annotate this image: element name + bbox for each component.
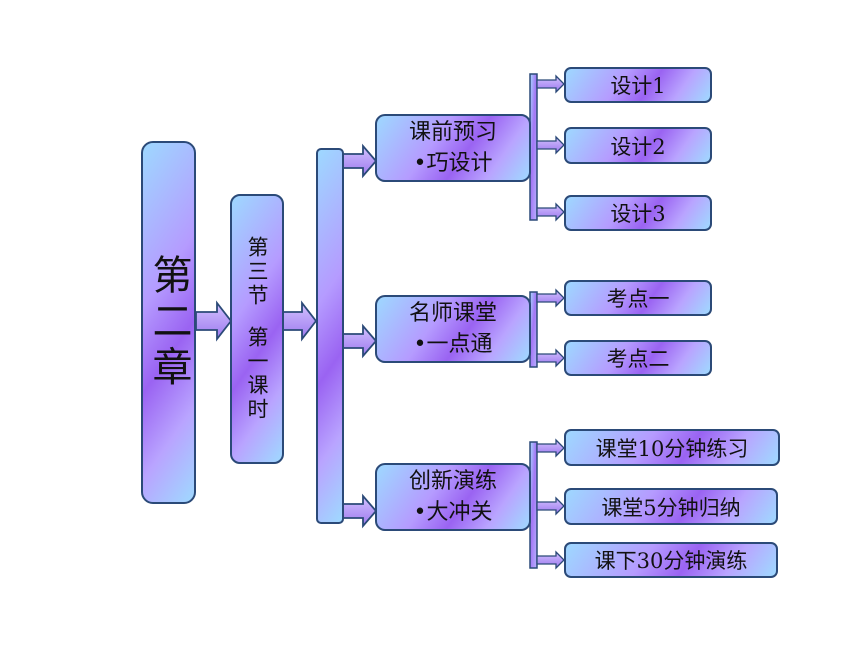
arrow-trunk-to-group-2 <box>342 323 378 359</box>
group-box-3: 创新演练 •大冲关 <box>375 463 531 531</box>
arrow-group-2-item-1 <box>536 288 565 308</box>
leaf-label: 设计2 <box>610 134 666 159</box>
leaf-item: 设计1 <box>564 67 712 103</box>
arrow-group-1-item-3 <box>536 202 565 222</box>
arrow-group-3-item-2 <box>536 496 565 516</box>
leaf-item: 设计3 <box>564 195 712 231</box>
section-label: 第三节 <box>245 236 269 308</box>
arrow-group-3-item-3 <box>536 550 565 570</box>
group-title: 课前预习 <box>408 120 497 145</box>
group-title: 创新演练 <box>408 469 497 494</box>
group-subtitle: •一点通 <box>413 332 493 357</box>
bracket-bar-group-3 <box>529 441 538 569</box>
leaf-item: 课堂5分钟归纳 <box>564 488 778 525</box>
leaf-label: 设计3 <box>610 202 666 226</box>
leaf-label: 考点一 <box>606 287 670 311</box>
arrow-group-3-item-1 <box>536 438 565 458</box>
leaf-label: 课下30分钟演练 <box>594 549 748 573</box>
lesson-label: 第一课时 <box>245 326 269 422</box>
group-box-1: 课前预习 •巧设计 <box>375 114 531 182</box>
group-box-2: 名师课堂 •一点通 <box>375 295 531 363</box>
arrow-group-2-item-2 <box>536 348 565 368</box>
chapter-label: 第二章 <box>145 253 192 392</box>
arrow-section-to-trunk <box>282 300 318 342</box>
group-subtitle: •大冲关 <box>413 500 493 525</box>
leaf-label: 设计1 <box>610 74 666 98</box>
arrow-trunk-to-group-3 <box>342 493 378 529</box>
trunk-bar <box>316 148 344 524</box>
arrow-group-1-item-2 <box>536 135 565 155</box>
bracket-bar-group-1 <box>529 73 538 221</box>
arrow-trunk-to-group-1 <box>342 143 378 179</box>
bracket-bar-group-2 <box>529 291 538 368</box>
group-subtitle: •巧设计 <box>413 151 493 176</box>
arrow-chapter-to-section <box>195 300 233 342</box>
leaf-item: 课下30分钟演练 <box>564 542 778 578</box>
group-title: 名师课堂 <box>408 301 497 326</box>
leaf-item: 设计2 <box>564 127 712 164</box>
leaf-label: 课堂5分钟归纳 <box>601 495 741 520</box>
chapter-box: 第二章 <box>141 141 196 504</box>
leaf-label: 课堂10分钟练习 <box>595 436 749 461</box>
leaf-item: 课堂10分钟练习 <box>564 429 780 466</box>
leaf-item: 考点一 <box>564 280 712 316</box>
arrow-group-1-item-1 <box>536 74 565 94</box>
leaf-label: 考点二 <box>606 347 670 371</box>
leaf-item: 考点二 <box>564 340 712 376</box>
section-box: 第三节 第一课时 <box>230 194 284 464</box>
